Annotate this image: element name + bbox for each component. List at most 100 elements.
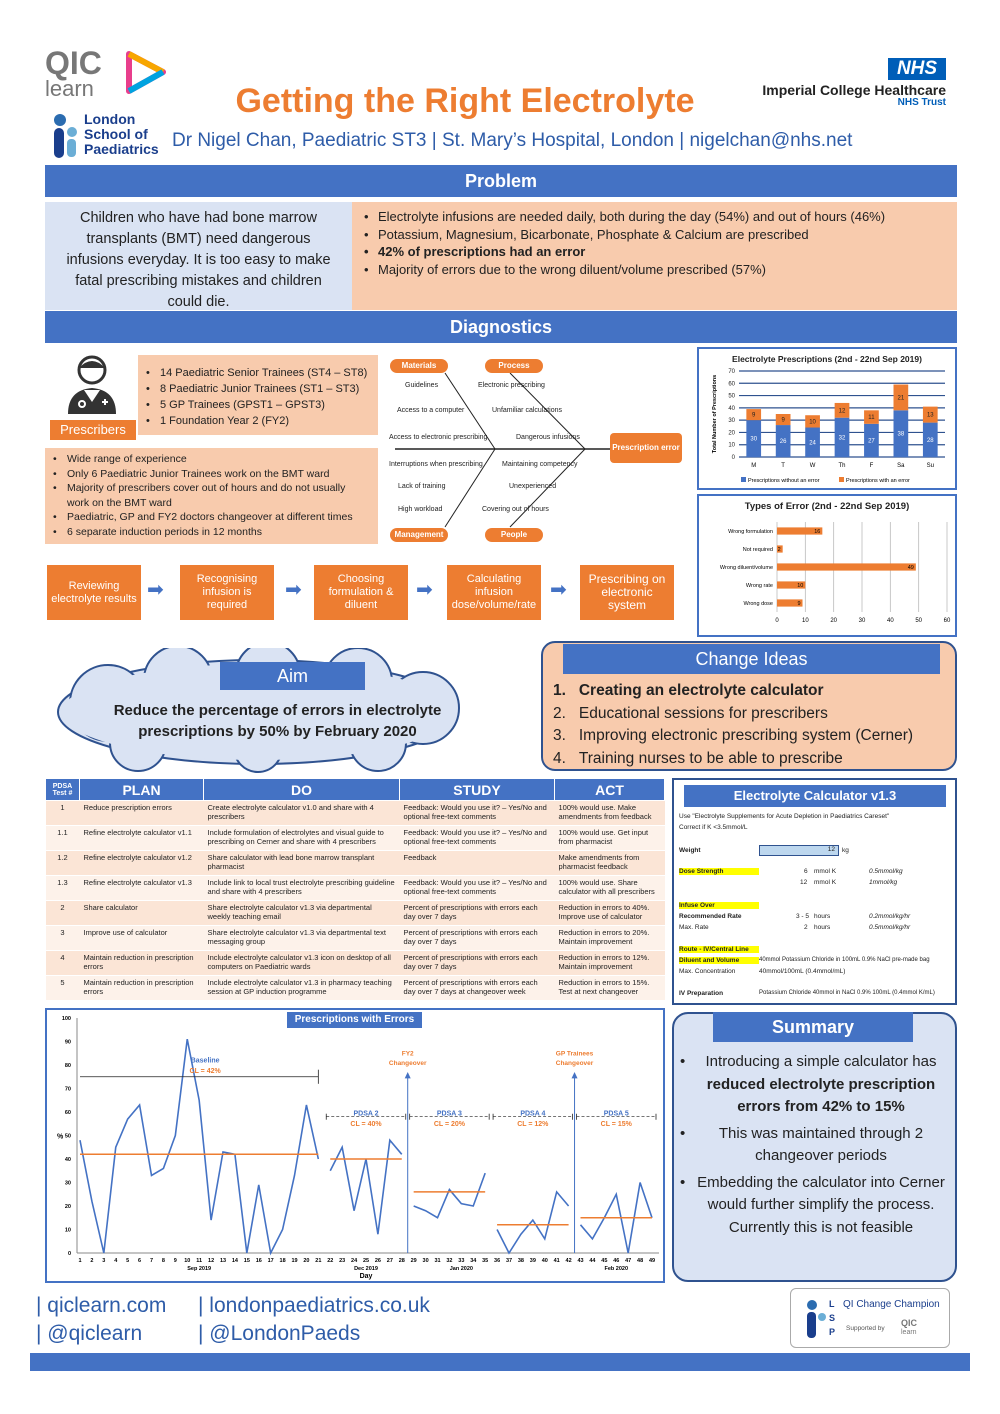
y-tick-label: 80 bbox=[65, 1063, 71, 1069]
error-bar bbox=[777, 581, 806, 589]
data-series-line bbox=[79, 1038, 320, 1256]
x-tick-label: 41 bbox=[554, 1258, 560, 1264]
x-tick-label: 33 bbox=[458, 1258, 464, 1264]
y-tick-label: 10 bbox=[65, 1228, 71, 1234]
fishbone-effect: Prescription error bbox=[610, 433, 682, 463]
calc-dose-2-rate: 1mmol/kg bbox=[869, 879, 898, 886]
data-label: 38 bbox=[898, 432, 905, 438]
data-label: 10 bbox=[809, 419, 816, 425]
x-tick-label: 28 bbox=[399, 1258, 405, 1264]
data-label: 24 bbox=[809, 440, 816, 446]
footer-link-qic-twitter[interactable]: | @qiclearn bbox=[36, 1322, 143, 1345]
pdsa-cell: Reduction in errors to 40%. Improve use … bbox=[554, 900, 665, 926]
problem-left-box: Children who have had bone marrow transp… bbox=[45, 202, 352, 310]
y-tick-label: 70 bbox=[65, 1087, 71, 1093]
category-label: Not required bbox=[743, 547, 773, 553]
change-ideas-heading: Change Ideas bbox=[563, 644, 940, 674]
diagnostics-heading: Diagnostics bbox=[45, 311, 957, 343]
prescriber-item: 8 Paediatric Junior Trainees (ST1 – ST3) bbox=[146, 381, 370, 397]
data-label: 9 bbox=[752, 413, 756, 419]
calc-rec-rate-label: Recommended Rate bbox=[679, 913, 742, 920]
calc-dose-2: 12 bbox=[800, 879, 808, 886]
y-axis-label: % bbox=[57, 1134, 64, 1141]
pdsa-header: DO bbox=[203, 778, 400, 801]
process-step-5: Prescribing on electronic system bbox=[580, 565, 674, 620]
error-bar bbox=[777, 527, 823, 535]
x-tick-label: 21 bbox=[315, 1258, 321, 1264]
process-step-4: Calculating infusion dose/volume/rate bbox=[447, 565, 541, 620]
month-label: Jan 2020 bbox=[450, 1266, 473, 1272]
pdsa-cell: Include electrolyte calculator v1.3 in p… bbox=[203, 975, 400, 1001]
pdsa-cell: Percent of prescriptions with errors eac… bbox=[399, 900, 555, 926]
x-tick-label: 39 bbox=[530, 1258, 536, 1264]
calc-weight-input[interactable]: 12 bbox=[759, 845, 839, 856]
calc-max-conc-label: Max. Concentration bbox=[679, 968, 736, 975]
x-tick-label: 20 bbox=[830, 618, 837, 624]
legend-swatch bbox=[741, 477, 746, 482]
x-tick-label: 47 bbox=[625, 1258, 631, 1264]
x-tick-label: 40 bbox=[887, 618, 894, 624]
error-types-chart-title: Types of Error (2nd - 22nd Sep 2019) bbox=[744, 501, 910, 512]
x-tick-label: 60 bbox=[944, 618, 951, 624]
footer-link-qiclearn[interactable]: | qiclearn.com bbox=[36, 1294, 167, 1317]
footer-link-lsp-twitter[interactable]: | @LondonPaeds bbox=[198, 1322, 361, 1345]
bar-without-error bbox=[893, 410, 909, 457]
calc-weight-label: Weight bbox=[679, 847, 701, 854]
x-tick-label: 20 bbox=[303, 1258, 309, 1264]
aim-heading: Aim bbox=[220, 662, 365, 690]
summary-item: Introducing a simple calculator has redu… bbox=[680, 1051, 948, 1119]
changeover-label: GP Trainees bbox=[556, 1051, 594, 1058]
y-tick-label: 10 bbox=[728, 443, 735, 449]
x-tick-label: 7 bbox=[150, 1258, 153, 1264]
y-tick-label: 40 bbox=[65, 1157, 71, 1163]
bar-with-error bbox=[864, 410, 879, 424]
data-label: 9 bbox=[797, 601, 800, 607]
prescriber-item: 5 GP Trainees (GPST1 – GPST3) bbox=[146, 397, 370, 413]
process-step-3: Choosing formulation & diluent bbox=[314, 565, 408, 620]
data-label: 12 bbox=[839, 408, 846, 414]
calculator-panel: Electrolyte Calculator v1.3 Use "Electro… bbox=[672, 778, 957, 1005]
x-tick-label: 15 bbox=[244, 1258, 250, 1264]
bar-with-error bbox=[834, 402, 850, 418]
experience-item: 6 separate induction periods in 12 month… bbox=[53, 525, 370, 540]
problem-bullet: 42% of prescriptions had an error bbox=[364, 243, 949, 261]
pdsa-cell: Share electrolyte calculator v1.3 via de… bbox=[203, 900, 400, 926]
lsp-badge-icon bbox=[807, 1300, 826, 1338]
data-label: 30 bbox=[750, 437, 757, 443]
x-tick-label: 6 bbox=[138, 1258, 141, 1264]
y-tick-label: 50 bbox=[728, 394, 735, 400]
x-tick-label: 48 bbox=[637, 1258, 643, 1264]
summary-item: Embedding the calculator into Cerner wou… bbox=[680, 1172, 948, 1240]
bar-with-error bbox=[922, 406, 938, 423]
doctor-icon bbox=[68, 355, 116, 414]
calc-line: Use "Electrolyte Supplements for Acute D… bbox=[679, 813, 890, 820]
y-tick-label: 30 bbox=[65, 1181, 71, 1187]
x-tick-label: 45 bbox=[601, 1258, 607, 1264]
prescriber-item: 14 Paediatric Senior Trainees (ST4 – ST8… bbox=[146, 365, 370, 381]
calc-max-rate-label: Max. Rate bbox=[679, 924, 709, 931]
bar-without-error bbox=[922, 422, 938, 457]
calc-weight-unit: kg bbox=[842, 847, 849, 854]
phase-cl-label: CL = 12% bbox=[517, 1121, 549, 1128]
y-tick-label: 20 bbox=[65, 1204, 71, 1210]
pdsa-cell: Share calculator with lead bone marrow t… bbox=[203, 850, 400, 876]
x-tick-label: 25 bbox=[363, 1258, 369, 1264]
arrow-up-icon bbox=[404, 1072, 411, 1079]
bar-with-error bbox=[805, 415, 820, 428]
footer-link-lsp[interactable]: | londonpaediatrics.co.uk bbox=[198, 1294, 430, 1317]
x-tick-label: 50 bbox=[915, 618, 922, 624]
category-label: Wrong dose bbox=[743, 601, 773, 607]
fishbone-materials: Materials bbox=[390, 359, 448, 373]
x-tick-label: 27 bbox=[387, 1258, 393, 1264]
pdsa-cell: 5 bbox=[45, 975, 80, 1001]
calc-max-rate-value: 2 bbox=[804, 924, 808, 931]
change-idea-item: 3. Improving electronic prescribing syst… bbox=[553, 727, 914, 744]
fishbone-cause: Maintaining competency bbox=[502, 461, 578, 468]
footer-bar bbox=[30, 1353, 970, 1371]
lsp-line-1: London bbox=[84, 111, 136, 127]
pdsa-cell: Make amendments from pharmacist feedback bbox=[554, 850, 665, 876]
